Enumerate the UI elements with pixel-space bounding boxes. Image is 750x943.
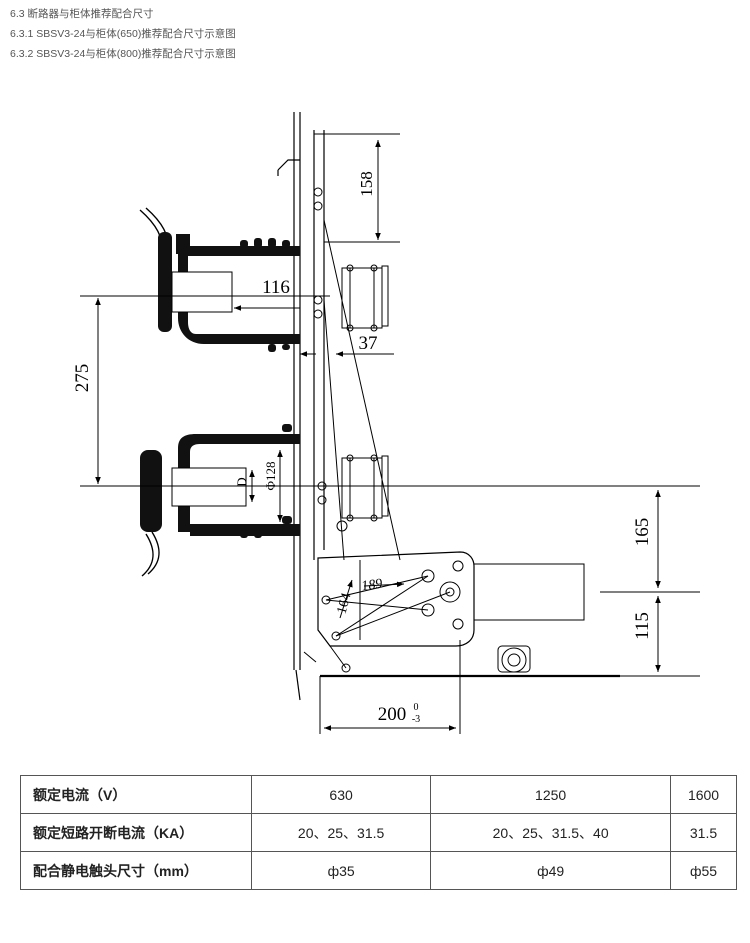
heading-6-3: 6.3 断路器与柜体推荐配合尺寸 [10, 8, 154, 20]
table-cell: ф55 [670, 851, 737, 890]
table-cell: 1600 [670, 775, 737, 814]
cabinet-panels [277, 112, 325, 701]
table-cell: 1250 [430, 775, 672, 814]
dim-37: 37 [359, 333, 378, 354]
dim-116: 116 [262, 277, 290, 298]
table-row: 额定电流（V） 630 1250 1600 [20, 775, 737, 814]
heading-6-3-1: 6.3.1 SBSV3-24与柜体(650)推荐配合尺寸示意图 [10, 28, 236, 40]
dim-165: 165 [632, 518, 653, 547]
dim-200-tol-lower: -3 [412, 714, 420, 725]
dim-164: 164 [335, 592, 355, 616]
breaker-cabinet-drawing: 158 116 37 275 D Φ128 165 115 189 164 20… [72, 112, 700, 734]
dim-200: 200 [378, 704, 407, 725]
row-label-rated-current: 额定电流（V） [20, 775, 252, 814]
lower-bushing [90, 424, 700, 577]
section-headings: 6.3 断路器与柜体推荐配合尺寸 6.3.1 SBSV3-24与柜体(650)推… [10, 4, 236, 64]
table-row: 额定短路开断电流（KA） 20、25、31.5 20、25、31.5、40 31… [20, 813, 737, 852]
row-label-breaking-current: 额定短路开断电流（KA） [20, 813, 252, 852]
table-cell: ф35 [250, 851, 432, 890]
dim-phi128: Φ128 [263, 461, 278, 490]
table-cell: 31.5 [670, 813, 737, 852]
spec-table: 额定电流（V） 630 1250 1600 额定短路开断电流（KA） 20、25… [20, 775, 737, 890]
table-cell: 20、25、31.5 [250, 813, 432, 852]
upper-bushing [90, 207, 330, 352]
dimension-lines [80, 133, 700, 734]
row-label-contact-size: 配合静电触头尺寸（mm） [20, 851, 252, 890]
table-cell: 630 [250, 775, 432, 814]
dim-158: 158 [357, 171, 376, 197]
dim-275: 275 [72, 364, 93, 393]
dim-189: 189 [360, 577, 383, 595]
dim-D: D [234, 477, 249, 486]
table-cell: 20、25、31.5、40 [430, 813, 672, 852]
dim-115: 115 [632, 612, 653, 640]
table-cell: ф49 [430, 851, 672, 890]
breaker-mechanism [303, 187, 585, 673]
dim-200-tol-upper: 0 [414, 702, 419, 713]
table-row: 配合静电触头尺寸（mm） ф35 ф49 ф55 [20, 851, 737, 890]
heading-6-3-2: 6.3.2 SBSV3-24与柜体(800)推荐配合尺寸示意图 [10, 48, 236, 60]
